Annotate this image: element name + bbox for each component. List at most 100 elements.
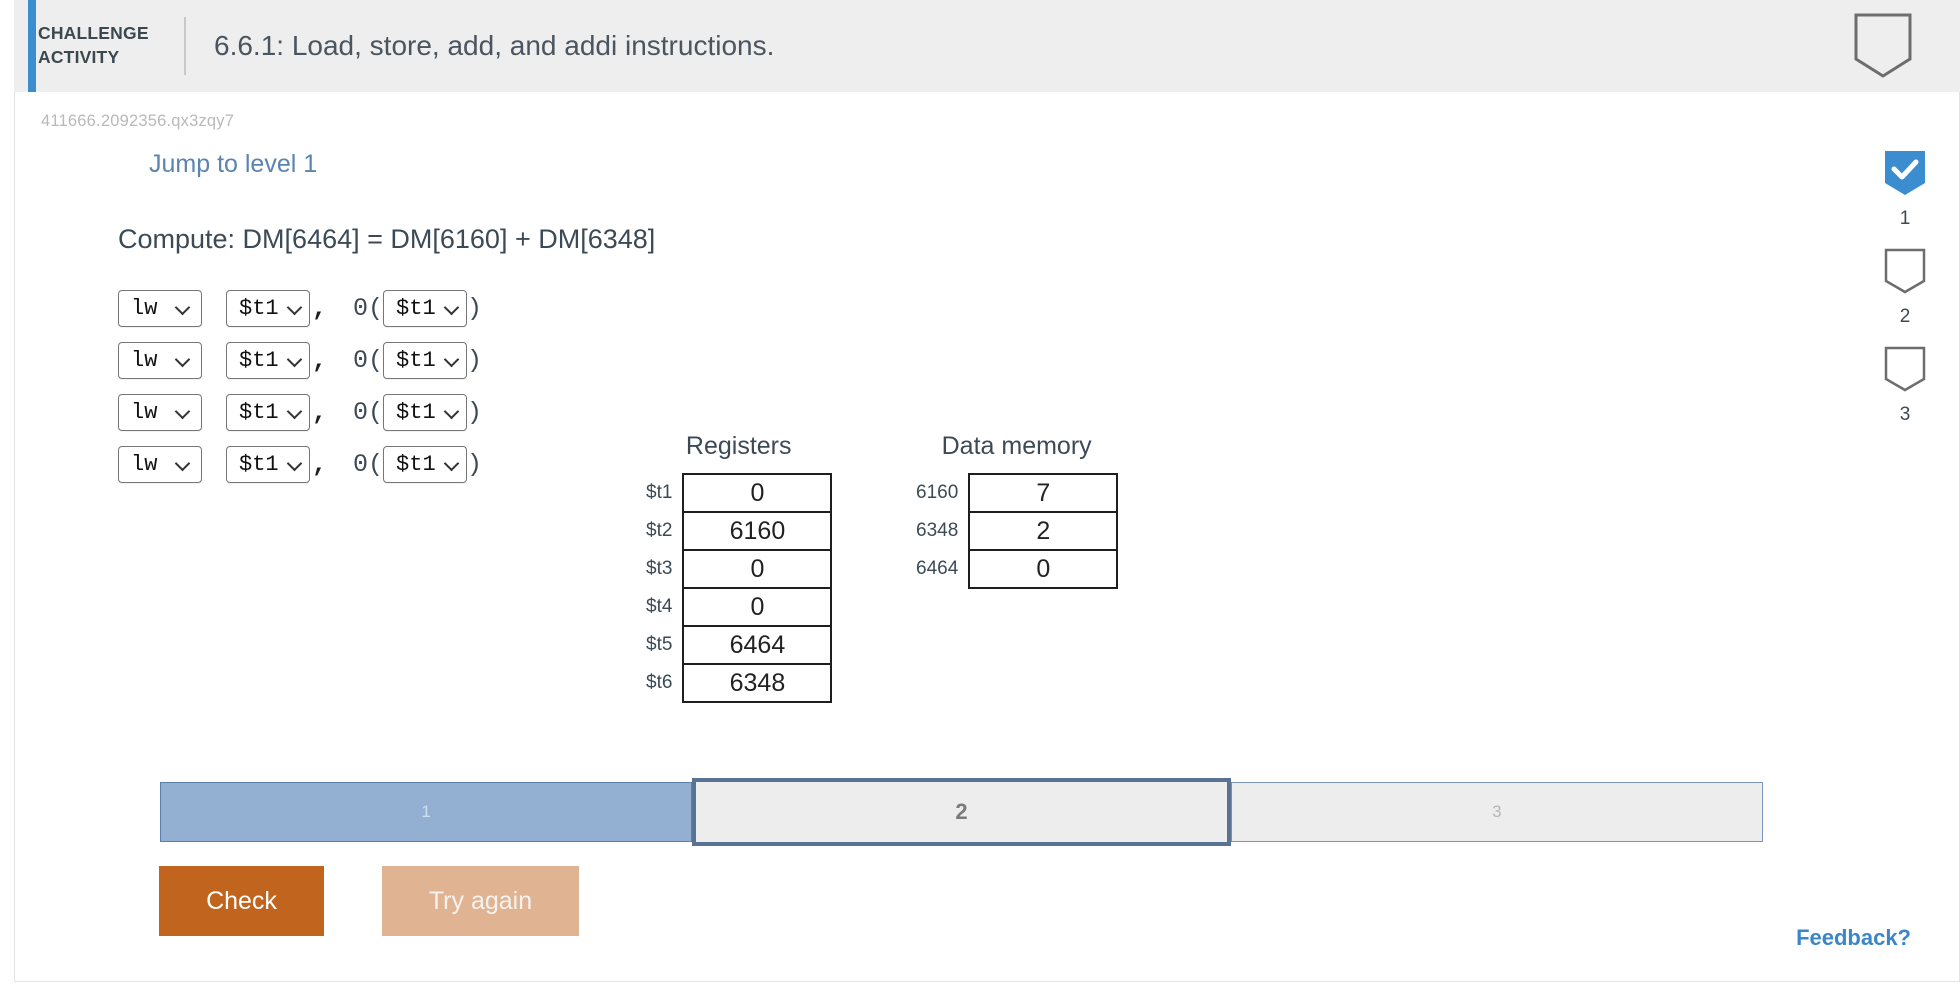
try-again-button[interactable]: Try again [382,866,579,936]
memory-address: 6464 [916,558,959,579]
register-value: 0 [682,587,833,627]
memory-value: 7 [968,473,1119,513]
progress-step-1[interactable]: 1 [160,782,693,842]
close-paren: ) [467,345,483,375]
memory-address: 6348 [916,520,959,541]
feedback-link[interactable]: Feedback? [1796,925,1911,950]
data-memory-table: Data memory 6160 7 6348 2 6464 0 [915,432,1119,589]
opcode-value: lw [131,399,158,425]
base-register-select[interactable]: $t1 [383,341,468,379]
table-row: 6348 2 [915,511,1119,551]
table-row: $t5 6464 [645,625,833,665]
challenge-activity-label: CHALLENGE ACTIVITY [38,22,170,69]
base-register-select[interactable]: $t1 [383,289,468,327]
opcode-value: lw [131,347,158,373]
open-paren: ( [368,397,384,427]
base-register-value: $t1 [396,399,436,425]
activity-panel: 411666.2092356.qx3zqy7 Jump to level 1 C… [14,92,1960,982]
destination-register-select[interactable]: $t1 [226,445,310,483]
close-paren: ) [467,397,483,427]
level-badge-number: 3 [1899,404,1911,425]
register-name: $t2 [646,520,673,541]
chevron-down-icon [443,351,460,368]
register-value: 0 [682,473,833,513]
shield-outline-icon [1884,248,1926,294]
level-badge-3[interactable]: 3 [1884,346,1926,426]
shield-outline-icon [1854,13,1912,84]
level-badge-1[interactable]: 1 [1884,150,1926,230]
open-paren: ( [368,345,384,375]
table-row: $t4 0 [645,587,833,627]
chevron-down-icon [443,299,460,316]
table-row: 6160 7 [915,473,1119,513]
chevron-down-icon [174,455,191,472]
chevron-down-icon [443,455,460,472]
destination-register-select[interactable]: $t1 [226,393,310,431]
chevron-down-icon [174,403,191,420]
table-row: $t1 0 [645,473,833,513]
level-badge-number: 2 [1899,306,1911,327]
base-register-select[interactable]: $t1 [383,445,468,483]
offset-value: 0 [353,449,369,479]
register-name: $t3 [646,558,673,579]
compute-prompt: Compute: DM[6464] = DM[6160] + DM[6348] [118,224,656,254]
table-row: $t2 6160 [645,511,833,551]
instruction-list: lw $t1 , 0 ( $t1 ) [118,282,482,490]
register-name: $t4 [646,596,673,617]
level-badge-number: 1 [1899,208,1911,229]
jump-to-level-link[interactable]: Jump to level 1 [149,150,318,178]
data-memory-title: Data memory [941,432,1092,460]
instruction-row: lw $t1 , 0 ( $t1 ) [118,438,482,490]
destination-register-select[interactable]: $t1 [226,341,310,379]
destination-register-select[interactable]: $t1 [226,289,310,327]
table-row: $t6 6348 [645,663,833,703]
registers-title: Registers [685,432,792,460]
base-register-value: $t1 [396,295,436,321]
base-register-value: $t1 [396,347,436,373]
progress-step-3[interactable]: 3 [1230,782,1763,842]
comma-separator: , [312,449,328,479]
progress-step-2[interactable]: 2 [692,778,1231,846]
register-value: 6464 [682,625,833,665]
opcode-select[interactable]: lw [118,393,202,431]
shield-check-icon [1885,151,1925,195]
destination-register-value: $t1 [239,399,279,425]
header-accent-bar [28,0,36,92]
table-row: 6464 0 [915,549,1119,589]
register-name: $t1 [646,482,673,503]
destination-register-value: $t1 [239,295,279,321]
opcode-select[interactable]: lw [118,289,202,327]
challenge-label-line1: CHALLENGE [38,23,149,44]
instruction-row: lw $t1 , 0 ( $t1 ) [118,334,482,386]
chevron-down-icon [286,351,303,368]
register-value: 6160 [682,511,833,551]
destination-register-value: $t1 [239,451,279,477]
offset-value: 0 [353,397,369,427]
check-button[interactable]: Check [159,866,324,936]
base-register-value: $t1 [396,451,436,477]
close-paren: ) [467,293,483,323]
register-name: $t6 [646,672,673,693]
challenge-label-line2: ACTIVITY [38,47,120,67]
level-badge-rail: 1 2 3 [1850,150,1960,444]
memory-value: 2 [968,511,1119,551]
level-badge-2[interactable]: 2 [1884,248,1926,328]
instruction-row: lw $t1 , 0 ( $t1 ) [118,386,482,438]
register-value: 0 [682,549,833,589]
registers-table: Registers $t1 0 $t2 6160 $t3 0 $t4 0 [645,432,833,703]
activity-id: 411666.2092356.qx3zqy7 [41,112,235,130]
progress-bar: 1 2 3 [160,778,1763,846]
base-register-select[interactable]: $t1 [383,393,468,431]
close-paren: ) [467,449,483,479]
opcode-select[interactable]: lw [118,445,202,483]
table-row: $t3 0 [645,549,833,589]
chevron-down-icon [286,455,303,472]
comma-separator: , [312,397,328,427]
register-name: $t5 [646,634,673,655]
open-paren: ( [368,293,384,323]
chevron-down-icon [174,351,191,368]
opcode-select[interactable]: lw [118,341,202,379]
opcode-value: lw [131,451,158,477]
header-divider [184,17,186,75]
